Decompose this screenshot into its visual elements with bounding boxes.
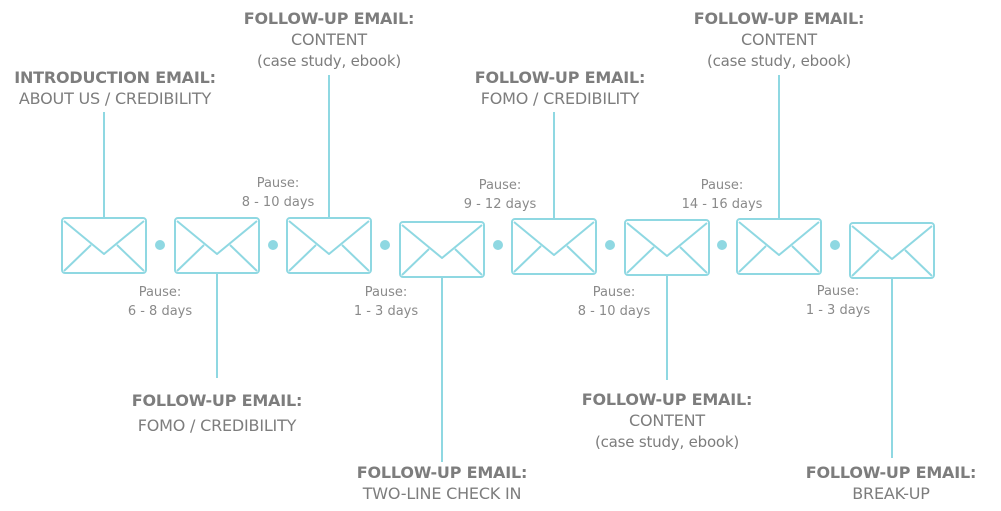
envelope-body <box>624 219 710 276</box>
envelope-fold-left <box>176 244 205 272</box>
pause-label-6: Pause: 14 - 16 days <box>667 176 777 214</box>
email-label-subtitle: FOMO / CREDIBILITY <box>480 89 640 108</box>
envelope-body <box>736 218 822 275</box>
email-label-title: FOLLOW-UP EMAIL: <box>243 9 415 28</box>
pause-label-3: Pause: 1 - 3 days <box>331 283 441 321</box>
envelope-fold-right <box>116 244 145 272</box>
separator-dot <box>605 240 615 250</box>
envelope-flap <box>401 224 483 259</box>
pause-label-text: Pause: <box>592 285 636 300</box>
envelope-flap <box>626 222 708 257</box>
envelope-fold-left <box>288 244 317 272</box>
separator-dot <box>380 240 390 250</box>
envelope-fold-right <box>229 244 258 272</box>
envelope-flap <box>63 220 145 255</box>
pause-label-1: Pause: 6 - 8 days <box>105 283 215 321</box>
pause-days: 8 - 10 days <box>241 195 315 210</box>
envelope-body <box>849 222 935 279</box>
email-label-note: (case study, ebook) <box>594 433 740 451</box>
email-label-7: FOLLOW-UP EMAIL: CONTENT (case study, eb… <box>659 9 899 72</box>
email-label-title: FOLLOW-UP EMAIL: <box>581 390 753 409</box>
envelope-body <box>511 218 597 275</box>
pause-label-2: Pause: 8 - 10 days <box>223 174 333 212</box>
envelope-fold-right <box>791 245 820 273</box>
email-label-3: FOLLOW-UP EMAIL: CONTENT (case study, eb… <box>209 9 449 72</box>
envelope-fold-left <box>738 245 767 273</box>
email-label-8: FOLLOW-UP EMAIL: BREAK-UP <box>771 463 1001 505</box>
envelope-body <box>399 221 485 278</box>
envelope-flap <box>288 220 370 255</box>
pause-label-4: Pause: 9 - 12 days <box>445 176 555 214</box>
envelope-icon <box>61 217 147 274</box>
pause-label-text: Pause: <box>364 285 408 300</box>
pause-label-5: Pause: 8 - 10 days <box>559 283 669 321</box>
envelope-body <box>174 217 260 274</box>
pause-label-text: Pause: <box>256 176 300 191</box>
email-label-subtitle: FOMO / CREDIBILITY <box>137 416 297 435</box>
envelope-fold-right <box>904 249 933 277</box>
pause-days: 8 - 10 days <box>577 304 651 319</box>
pause-days: 1 - 3 days <box>805 303 871 318</box>
envelope-fold-left <box>626 246 655 274</box>
envelope-fold-left <box>401 248 430 276</box>
pause-days: 14 - 16 days <box>681 197 763 212</box>
pause-days: 1 - 3 days <box>353 304 419 319</box>
envelope-flap <box>513 221 595 256</box>
email-label-subtitle: CONTENT <box>291 30 367 49</box>
pause-label-text: Pause: <box>138 285 182 300</box>
envelope-icon <box>286 217 372 274</box>
separator-dot <box>830 240 840 250</box>
pause-label-7: Pause: 1 - 3 days <box>783 282 893 320</box>
pause-label-text: Pause: <box>816 284 860 299</box>
email-label-subtitle: ABOUT US / CREDIBILITY <box>18 89 212 108</box>
separator-dot <box>155 240 165 250</box>
envelope-fold-right <box>566 245 595 273</box>
email-label-subtitle: TWO-LINE CHECK IN <box>362 484 522 503</box>
email-label-note: (case study, ebook) <box>256 52 402 70</box>
envelope-icon <box>849 222 935 279</box>
email-label-title: FOLLOW-UP EMAIL: <box>474 68 646 87</box>
envelope-fold-left <box>851 249 880 277</box>
email-label-2: FOLLOW-UP EMAIL: FOMO / CREDIBILITY <box>97 391 337 437</box>
email-label-title: FOLLOW-UP EMAIL: <box>693 9 865 28</box>
envelope-fold-right <box>454 248 483 276</box>
separator-dot <box>493 240 503 250</box>
email-label-subtitle: CONTENT <box>741 30 817 49</box>
envelope-icon <box>174 217 260 274</box>
pause-days: 9 - 12 days <box>463 197 537 212</box>
email-label-title: FOLLOW-UP EMAIL: <box>131 391 303 410</box>
separator-dot <box>268 240 278 250</box>
envelope-flap <box>851 225 933 260</box>
email-label-1: INTRODUCTION EMAIL: ABOUT US / CREDIBILI… <box>0 68 235 110</box>
envelope-fold-left <box>513 245 542 273</box>
envelope-fold-right <box>679 246 708 274</box>
envelope-icon <box>624 219 710 276</box>
envelope-flap <box>176 220 258 255</box>
envelope-body <box>286 217 372 274</box>
email-label-note: (case study, ebook) <box>706 52 852 70</box>
pause-label-text: Pause: <box>700 178 744 193</box>
email-label-6: FOLLOW-UP EMAIL: CONTENT (case study, eb… <box>547 390 787 453</box>
pause-label-text: Pause: <box>478 178 522 193</box>
envelope-flap <box>738 221 820 256</box>
envelope-icon <box>511 218 597 275</box>
pause-days: 6 - 8 days <box>127 304 193 319</box>
envelope-icon <box>736 218 822 275</box>
separator-dot <box>717 240 727 250</box>
email-label-subtitle: BREAK-UP <box>852 484 930 503</box>
email-label-title: FOLLOW-UP EMAIL: <box>805 463 977 482</box>
email-label-subtitle: CONTENT <box>629 411 705 430</box>
envelope-body <box>61 217 147 274</box>
email-label-title: INTRODUCTION EMAIL: <box>14 68 216 87</box>
envelope-fold-left <box>63 244 92 272</box>
email-label-4: FOLLOW-UP EMAIL: TWO-LINE CHECK IN <box>322 463 562 505</box>
envelope-fold-right <box>341 244 370 272</box>
email-label-5: FOLLOW-UP EMAIL: FOMO / CREDIBILITY <box>440 68 680 110</box>
envelope-icon <box>399 221 485 278</box>
email-label-title: FOLLOW-UP EMAIL: <box>356 463 528 482</box>
